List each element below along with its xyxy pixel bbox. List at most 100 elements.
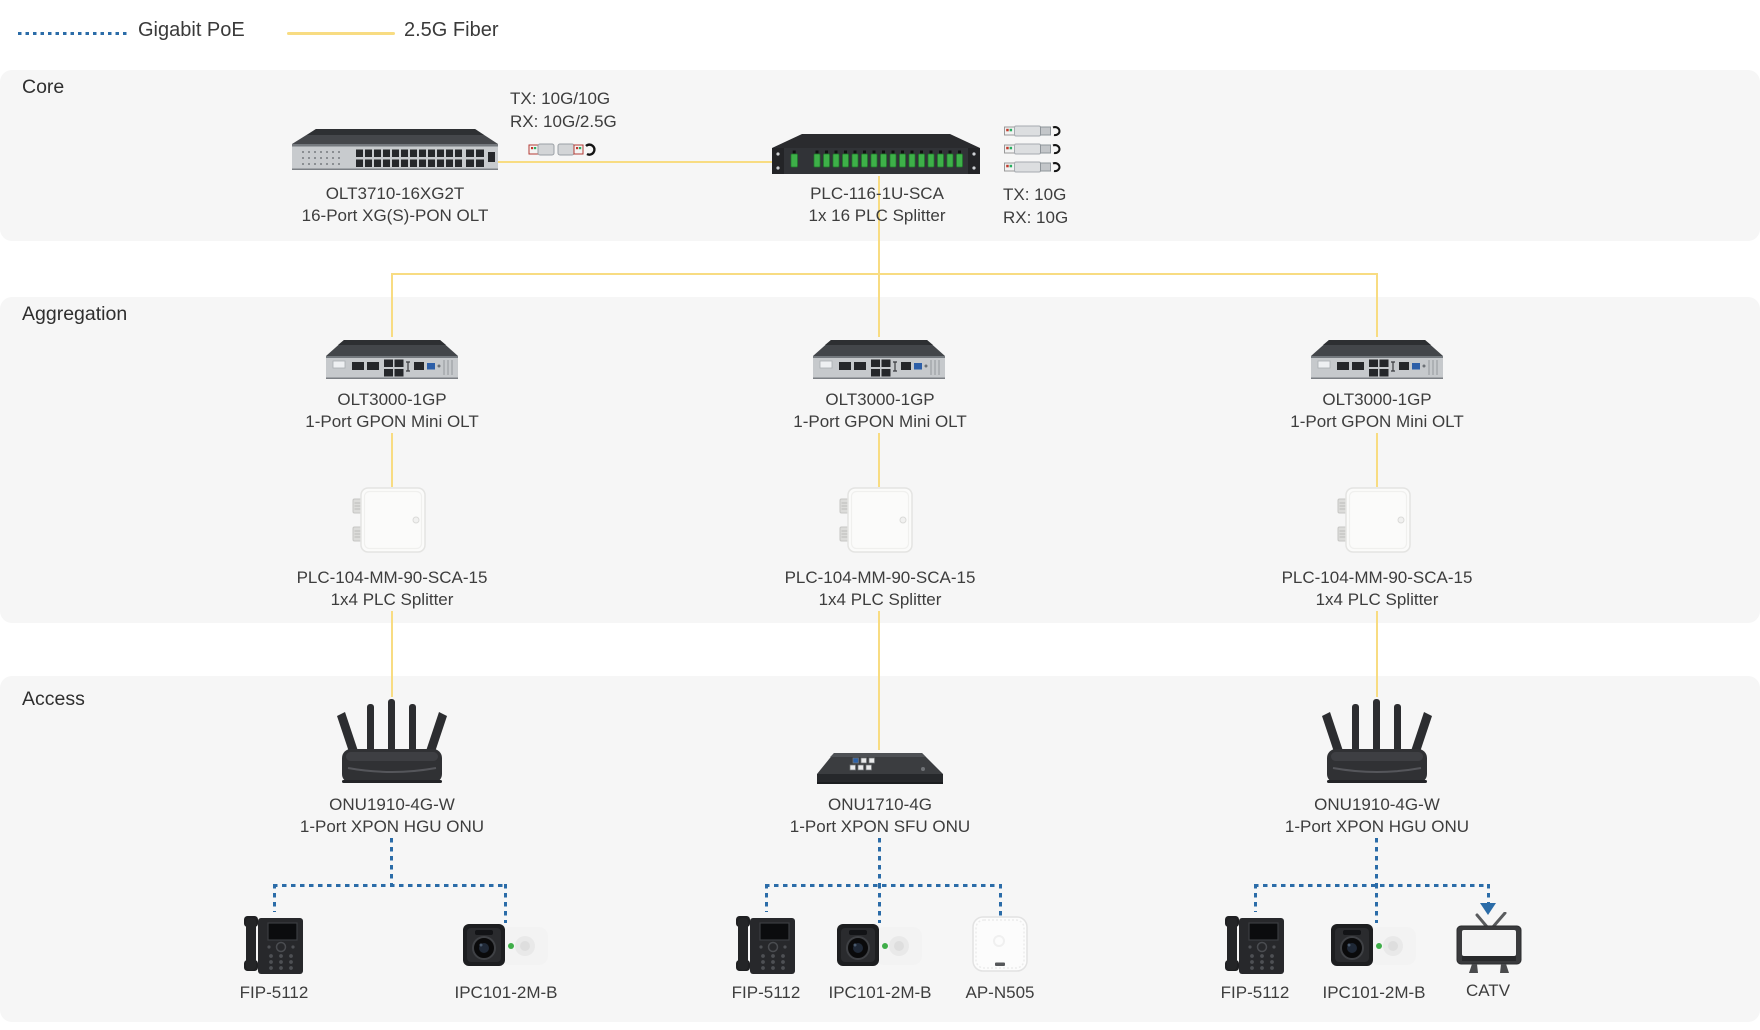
uplink-tx: TX: 10G/10G: [510, 89, 611, 108]
hgu-onu-router-device: [329, 694, 455, 790]
fiber-link-splitter-onu-1: [391, 611, 393, 697]
mini-olt-device: [813, 336, 945, 384]
downlink-tx: TX: 10G: [1003, 185, 1067, 204]
plc-104-label-2: PLC-104-MM-90-SCA-15 1x4 PLC Splitter: [750, 567, 1010, 611]
ip-camera-icon: [461, 921, 551, 969]
device-model: ONU1910-4G-W: [329, 795, 455, 814]
fiber-link-branch-left: [391, 274, 393, 337]
onu-label-1: ONU1910-4G-W 1-Port XPON HGU ONU: [262, 794, 522, 838]
catv-tv-icon: [1454, 912, 1524, 976]
device-model: OLT3000-1GP: [337, 390, 447, 409]
device-model: OLT3000-1GP: [1322, 390, 1432, 409]
mini-olt-device: [326, 336, 458, 384]
poe-link-camera-3: [1375, 884, 1378, 923]
poe-link-ap-2: [999, 884, 1002, 916]
poe-link-camera-2: [878, 884, 881, 923]
device-desc: 1-Port XPON SFU ONU: [789, 817, 971, 836]
mini-olt-label-3: OLT3000-1GP 1-Port GPON Mini OLT: [1247, 389, 1507, 433]
poe-link-onu-drop-1: [390, 838, 393, 884]
poe-link-catv-3: [1487, 884, 1490, 904]
device-desc: 1x4 PLC Splitter: [818, 590, 942, 609]
access-section-label: Access: [22, 688, 85, 710]
endpoint-label: AP-N505: [965, 983, 1035, 1002]
sfp-transceiver-icon: [1004, 142, 1070, 156]
core-splitter-label: PLC-116-1U-SCA 1x 16 PLC Splitter: [747, 183, 1007, 227]
plc-104-label-1: PLC-104-MM-90-SCA-15 1x4 PLC Splitter: [262, 567, 522, 611]
device-desc: 1-Port XPON HGU ONU: [299, 817, 485, 836]
poe-legend-label: Gigabit PoE: [138, 19, 245, 41]
device-model: PLC-104-MM-90-SCA-15: [1281, 568, 1473, 587]
poe-link-bus-2: [765, 884, 1002, 887]
plc-104-splitter-device: [352, 486, 428, 554]
core-section-label: Core: [22, 76, 65, 98]
device-desc: 1-Port XPON HGU ONU: [1284, 817, 1470, 836]
endpoint-label: FIP-5112: [731, 983, 801, 1002]
onu-label-2: ONU1710-4G 1-Port XPON SFU ONU: [750, 794, 1010, 838]
core-downlink-note: TX: 10G RX: 10G: [1003, 183, 1068, 229]
device-desc: 1-Port GPON Mini OLT: [305, 412, 479, 431]
plc-104-splitter-device: [839, 486, 915, 554]
core-olt-label: OLT3710-16XG2T 16-Port XG(S)-PON OLT: [265, 183, 525, 227]
poe-link-phone-2: [765, 884, 768, 912]
device-model: OLT3000-1GP: [825, 390, 935, 409]
fiber-link-branch: [391, 273, 1378, 275]
poe-link-phone-1: [273, 884, 276, 912]
ip-phone-icon: [734, 910, 798, 978]
device-desc: 1-Port GPON Mini OLT: [1290, 412, 1464, 431]
fiber-link-core: [498, 161, 773, 163]
core-olt-device: [292, 127, 498, 177]
endpoint-label: IPC101-2M-B: [1322, 983, 1426, 1002]
poe-link-onu-drop-2: [878, 838, 881, 884]
sfp-transceiver-icon: [1004, 124, 1070, 138]
aggregation-section-label: Aggregation: [22, 303, 128, 325]
ip-phone-icon: [1223, 910, 1287, 978]
device-model: PLC-104-MM-90-SCA-15: [784, 568, 976, 587]
device-model: ONU1910-4G-W: [1314, 795, 1440, 814]
device-desc: 1x4 PLC Splitter: [1315, 590, 1439, 609]
device-desc: 1x 16 PLC Splitter: [808, 206, 946, 225]
uplink-rx: RX: 10G/2.5G: [510, 112, 617, 131]
access-point-icon: [971, 915, 1029, 973]
poe-link-camera-1: [504, 884, 507, 923]
sfp-transceiver-icon: [1004, 160, 1070, 174]
endpoint-label: IPC101-2M-B: [828, 983, 932, 1002]
endpoint-label: FIP-5112: [1220, 983, 1290, 1002]
mini-olt-label-1: OLT3000-1GP 1-Port GPON Mini OLT: [262, 389, 522, 433]
fiber-link-splitter-onu-2: [878, 611, 880, 750]
ip-phone-icon: [242, 910, 306, 978]
poe-legend-line: [18, 32, 128, 35]
poe-link-bus-1: [273, 884, 507, 887]
hgu-onu-router-device: [1314, 694, 1440, 790]
poe-link-bus-3: [1254, 884, 1490, 887]
ip-camera-icon: [835, 921, 925, 969]
ip-camera-icon: [1329, 921, 1419, 969]
mini-olt-device: [1311, 336, 1443, 384]
fiber-link-olt-splitter-2: [878, 433, 880, 487]
device-desc: 16-Port XG(S)-PON OLT: [301, 206, 489, 225]
fiber-legend-label: 2.5G Fiber: [404, 19, 499, 41]
sfu-onu-device: [817, 748, 943, 788]
poe-link-onu-drop-3: [1375, 838, 1378, 884]
fiber-link-branch-right: [1376, 274, 1378, 337]
device-model: ONU1710-4G: [828, 795, 932, 814]
device-desc: 1x4 PLC Splitter: [330, 590, 454, 609]
endpoint-label: IPC101-2M-B: [454, 983, 558, 1002]
device-model: OLT3710-16XG2T: [325, 184, 465, 203]
downlink-rx: RX: 10G: [1003, 208, 1069, 227]
device-desc: 1-Port GPON Mini OLT: [793, 412, 967, 431]
sfp-transceiver-pair-icon: [528, 139, 600, 159]
onu-label-3: ONU1910-4G-W 1-Port XPON HGU ONU: [1247, 794, 1507, 838]
fiber-link-olt-splitter-1: [391, 433, 393, 487]
endpoint-label: FIP-5112: [239, 983, 309, 1002]
plc-104-splitter-device: [1337, 486, 1413, 554]
poe-link-phone-3: [1254, 884, 1257, 912]
fiber-link-splitter-onu-3: [1376, 611, 1378, 697]
plc-104-label-3: PLC-104-MM-90-SCA-15 1x4 PLC Splitter: [1247, 567, 1507, 611]
fiber-link-splitter-drop: [878, 176, 880, 274]
fiber-link-olt-splitter-3: [1376, 433, 1378, 487]
device-model: PLC-116-1U-SCA: [810, 184, 944, 203]
plc-116-splitter-device: [772, 134, 980, 176]
device-model: PLC-104-MM-90-SCA-15: [296, 568, 488, 587]
mini-olt-label-2: OLT3000-1GP 1-Port GPON Mini OLT: [750, 389, 1010, 433]
